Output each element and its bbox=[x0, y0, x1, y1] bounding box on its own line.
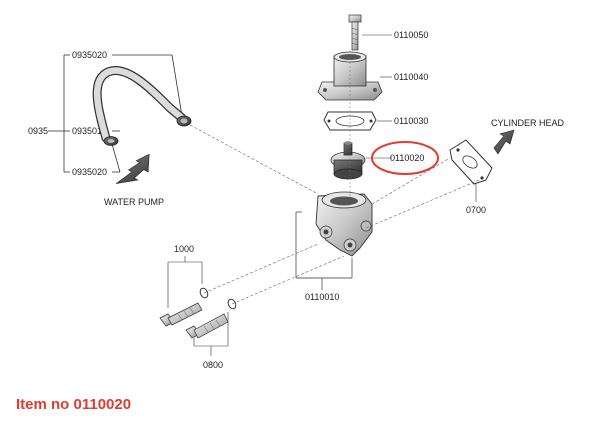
label-0700: 0700 bbox=[466, 205, 486, 215]
flow-line-bolt-1000 bbox=[203, 243, 319, 294]
label-0800: 0800 bbox=[203, 360, 223, 370]
water-pump-arrow-icon bbox=[115, 153, 150, 184]
label-0110050: 0110050 bbox=[394, 30, 428, 40]
thermostat-housing-0110010 bbox=[315, 191, 373, 257]
label-0935020-bottom: 0935020 bbox=[72, 167, 107, 177]
label-water-pump: WATER PUMP bbox=[104, 197, 164, 207]
label-0110020: 0110020 bbox=[390, 153, 424, 163]
hose-clamp-top bbox=[176, 115, 192, 127]
bracket-1000 bbox=[167, 256, 203, 308]
flow-line-hose bbox=[189, 124, 319, 195]
label-0110030: 0110030 bbox=[394, 116, 428, 126]
label-0110040: 0110040 bbox=[394, 72, 428, 82]
water-hose bbox=[92, 66, 187, 143]
bolt-1000 bbox=[159, 302, 203, 327]
flow-line-bolt-0800 bbox=[231, 255, 345, 305]
washer-1000 bbox=[199, 287, 209, 299]
label-0935: 0935 bbox=[28, 126, 48, 136]
flow-line-gasket-upper bbox=[371, 157, 451, 205]
housing-bracket bbox=[295, 211, 353, 290]
label-0110010: 0110010 bbox=[305, 292, 339, 302]
washer-0800 bbox=[227, 298, 237, 310]
highlight-ring bbox=[371, 141, 439, 175]
thermostat-0110020 bbox=[330, 141, 366, 180]
label-1000: 1000 bbox=[174, 244, 194, 254]
label-cylinder-head: CYLINDER HEAD bbox=[491, 118, 565, 128]
label-0935010: 0935010 bbox=[72, 126, 107, 136]
bolt-0800 bbox=[185, 313, 229, 339]
hose-assembly-bracket bbox=[48, 54, 183, 173]
bolt-0110050 bbox=[348, 14, 362, 51]
gasket-0700 bbox=[449, 139, 493, 185]
flow-line-gasket-lower bbox=[365, 177, 485, 229]
cylinder-head-arrow-icon bbox=[493, 129, 515, 155]
item-number-caption: Item no 0110020 bbox=[16, 396, 132, 413]
label-0935020-top: 0935020 bbox=[72, 50, 107, 60]
bracket-0800 bbox=[193, 312, 229, 356]
hose-clamp-bottom bbox=[103, 136, 119, 146]
